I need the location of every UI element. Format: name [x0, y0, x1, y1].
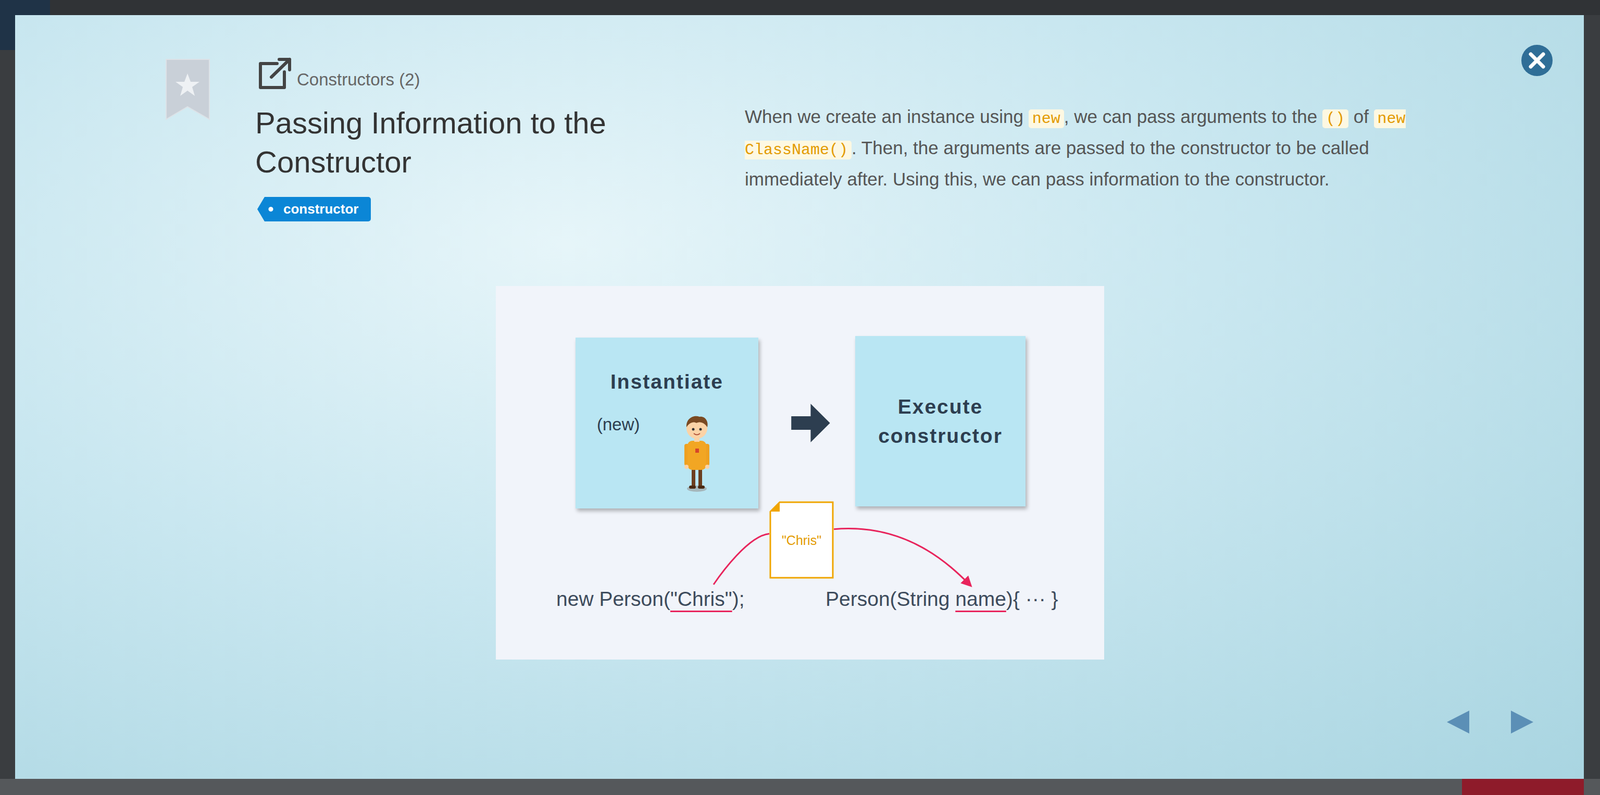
slide-title: Passing Information to the Constructor — [255, 103, 652, 182]
inline-code: new — [1028, 109, 1065, 129]
top-bar — [0, 0, 1600, 16]
code-text: ){ ··· } — [1006, 587, 1059, 610]
code-line: new Person("Chris"); — [556, 586, 745, 612]
next-arrow — [1510, 710, 1534, 734]
box-heading: Execute constructor — [861, 392, 1020, 451]
box-heading: Instantiate — [575, 369, 759, 395]
paragraph-text: , we can pass arguments to the — [1064, 106, 1318, 127]
document-text: "Chris" — [781, 531, 822, 549]
execute-box: Execute constructor — [855, 335, 1026, 507]
code-text: Person(String — [825, 587, 950, 610]
bottom-strip — [0, 778, 1600, 795]
boy-illustration — [674, 400, 719, 494]
instantiate-box: Instantiate (new) — [575, 337, 759, 509]
document-fold — [770, 502, 780, 512]
inline-code: () — [1322, 109, 1349, 129]
bookmark-star — [175, 73, 200, 96]
paragraph-text: of — [1353, 106, 1369, 127]
external-link-icon — [260, 59, 290, 88]
code-parameter: name — [955, 587, 1007, 610]
argument-flow-curve — [713, 533, 770, 585]
tag-label: constructor — [257, 196, 371, 222]
description-paragraph: When we create an instance using new, we… — [744, 102, 1417, 194]
argument-document: "Chris" — [769, 501, 834, 579]
close-button — [1521, 44, 1553, 77]
bookmark-ribbon — [166, 59, 210, 120]
box-note: (new) — [596, 414, 641, 435]
code-text: ); — [732, 587, 745, 610]
document-outline — [770, 502, 833, 578]
code-text: new Person( — [556, 587, 671, 610]
breadcrumb-label: Constructors (2) — [296, 68, 421, 92]
argument-flow-arrow — [833, 528, 971, 586]
code-argument: "Chris" — [670, 587, 733, 610]
code-line: Person(String name){ ··· } — [825, 586, 1059, 612]
paragraph-text: When we create an instance using — [744, 106, 1024, 127]
prev-arrow — [1446, 710, 1470, 734]
block-arrow — [791, 403, 830, 443]
